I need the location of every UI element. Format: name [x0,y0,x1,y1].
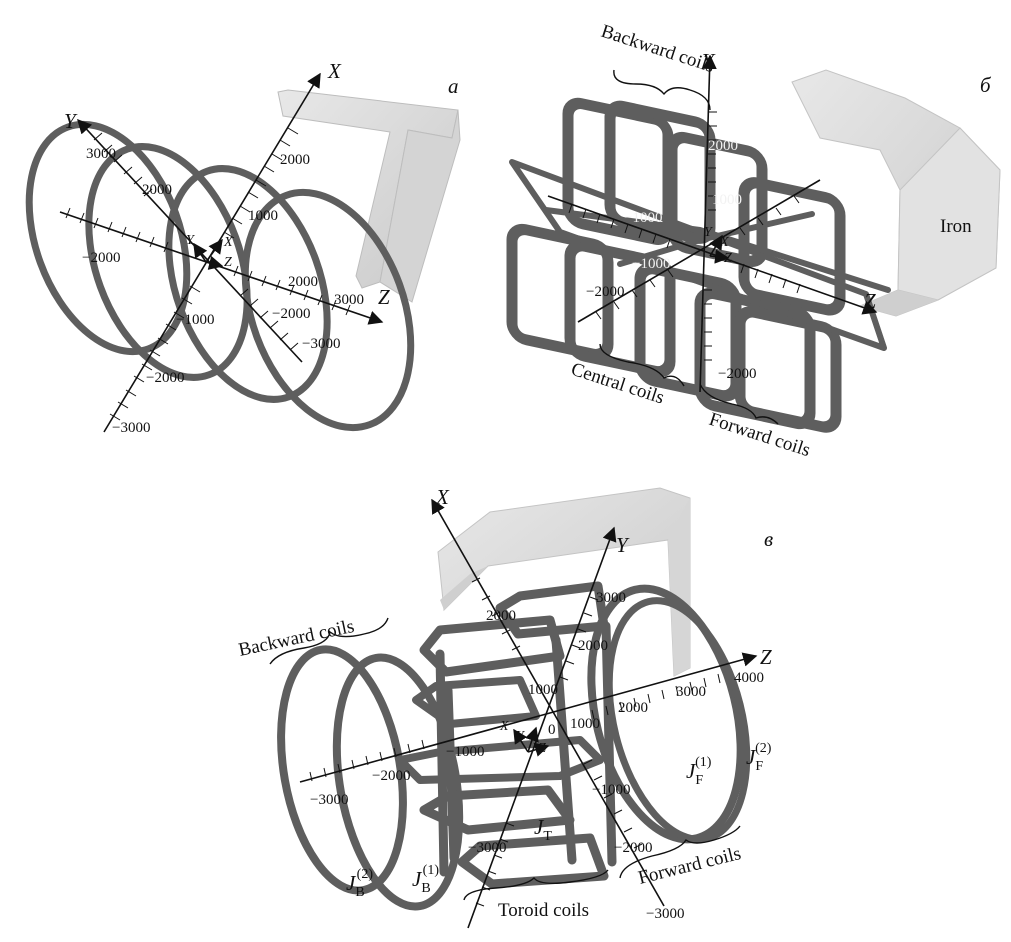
small-x-label-b: X [719,235,729,250]
brace-forward-b [699,383,779,425]
current-label-jt: JT [534,815,552,844]
small-z-label-a: Z [224,255,232,270]
tick-label-a-y-neg3000: −3000 [112,420,150,436]
panel-c-letter: в [764,527,773,551]
tick-label-a-y-neg2000: −2000 [82,250,120,266]
tick-label-b-y-2000: 2000 [708,138,738,154]
panel-a: a X Y Z Y X Z 3000 2000 −2000 −3000 2000… [25,59,461,436]
tick-label-b-y-1000: 1000 [712,192,742,208]
axis-z-label-c: Z [760,645,772,669]
axes-c [299,498,758,929]
label-backward-coils-b: Backward coils [598,21,716,77]
axis-x-label-a: X [327,59,342,83]
tick-label-b-y-neg2000: −2000 [718,366,756,382]
axis-y-label-b: Y [702,49,716,73]
tick-label-c-x-neg1000: −1000 [446,744,484,760]
tick-label-a-z-3000: 3000 [334,292,364,308]
tick-label-a-z-2000: 2000 [288,274,318,290]
forward-ring-coils-c [587,584,751,844]
brace-central-b [599,343,685,387]
tick-label-a-z-neg3000: −3000 [302,336,340,352]
tick-label-a-x-1000: 1000 [248,208,278,224]
tick-label-c-x-neg3000: −3000 [310,792,348,808]
panel-b-letter: б [980,73,992,97]
brace-backward-c [269,617,389,665]
tick-label-a-x-neg1000: −1000 [176,312,214,328]
small-y-label-c: Y [516,729,526,744]
iron-yoke-c [437,487,691,677]
current-label-jf1: JF(1) [686,755,712,788]
tick-label-a-z-neg2000: −2000 [272,306,310,322]
brace-toroid-c [463,869,609,901]
tick-label-c-x-neg2000: −2000 [372,768,410,784]
current-label-jf2: JF(2) [746,741,772,774]
coil-frames-b [506,97,891,433]
iron-yoke-b [791,69,1001,317]
label-toroid-coils-c: Toroid coils [498,900,589,921]
small-x-label-c: X [499,719,509,734]
tick-label-c-y-neg2000: −2000 [614,840,652,856]
brace-forward-c [619,825,741,879]
tick-label-b-z-neg1000: −1000 [624,210,662,226]
tick-label-c-z-2000: 2000 [618,700,648,716]
axis-z-label-b: Z [864,289,876,313]
small-z-label-c: Z [538,741,546,756]
current-label-jb1: JB(1) [412,863,439,896]
solenoid-coils-a [25,120,415,432]
panel-a-letter: a [448,74,459,98]
small-y-label-b: Y [704,225,714,240]
iron-yoke-a [277,89,461,303]
tick-label-c-y-neg1000: −1000 [592,782,630,798]
tick-label-a-x-2000: 2000 [280,152,310,168]
axes-a [59,72,384,433]
toroid-coils-c [396,581,617,889]
tick-label-b-x-neg2000: −2000 [586,284,624,300]
axis-z-label-a: Z [378,285,390,309]
tick-label-c-y-1000: 1000 [528,682,558,698]
axes-b [547,54,878,393]
label-iron-b: Iron [940,216,972,237]
axis-y-label-a: Y [64,109,78,133]
tick-label-c-x-2000: 2000 [486,608,516,624]
axis-y-label-c: Y [616,533,630,557]
small-y-label-a: Y [186,233,196,248]
small-x-label-a: X [223,235,233,250]
tick-label-c-z-4000: 4000 [734,670,764,686]
tick-label-c-x-1000: 1000 [570,716,600,732]
tick-label-a-x-neg2000: −2000 [146,370,184,386]
tick-label-b-x-neg1000: −1000 [632,256,670,272]
tick-label-c-z-3000: 3000 [676,684,706,700]
panel-c: в X Y Z X Y Z 0 3000 2000 1000 −1000 −20… [237,485,773,929]
tick-label-c-x-neg3000-b: −3000 [468,840,506,856]
small-z-label-b: Z [724,251,732,266]
origin-label-c: 0 [548,722,556,738]
tick-label-c-y-neg3000: −3000 [646,906,684,922]
tick-label-a-y-3000: 3000 [86,146,116,162]
brace-backward-b [613,69,711,111]
current-label-jb2: JB(2) [346,867,373,900]
axis-x-label-c: X [435,485,450,509]
tick-label-a-y-2000: 2000 [142,182,172,198]
tick-label-c-y-2000: 2000 [578,638,608,654]
tick-label-c-y-3000: 3000 [596,590,626,606]
panel-b: б Y Z Y X Z 2000 1000 −1000 −1000 −2000 … [506,21,1001,461]
